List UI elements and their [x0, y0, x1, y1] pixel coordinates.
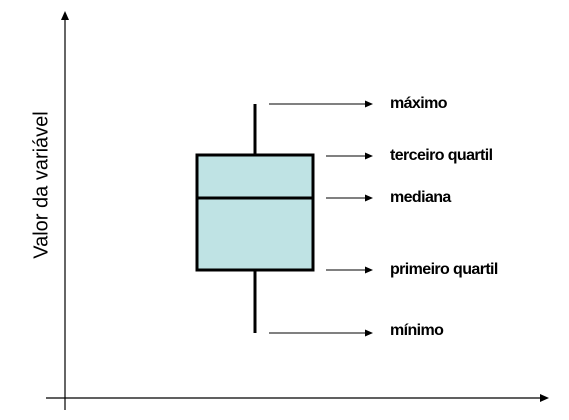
interquartile-box: [195, 153, 315, 272]
y-axis-label: Valor da variável: [30, 111, 52, 258]
first-quartile-label: primeiro quartil: [390, 261, 498, 278]
y-axis-arrowhead: [61, 11, 69, 20]
minimum-label: mínimo: [390, 322, 444, 339]
x-axis-arrowhead: [540, 394, 549, 402]
median-label: mediana: [390, 189, 451, 206]
maximum-label: máximo: [390, 95, 448, 112]
third-quartile-label: terceiro quartil: [390, 147, 493, 164]
